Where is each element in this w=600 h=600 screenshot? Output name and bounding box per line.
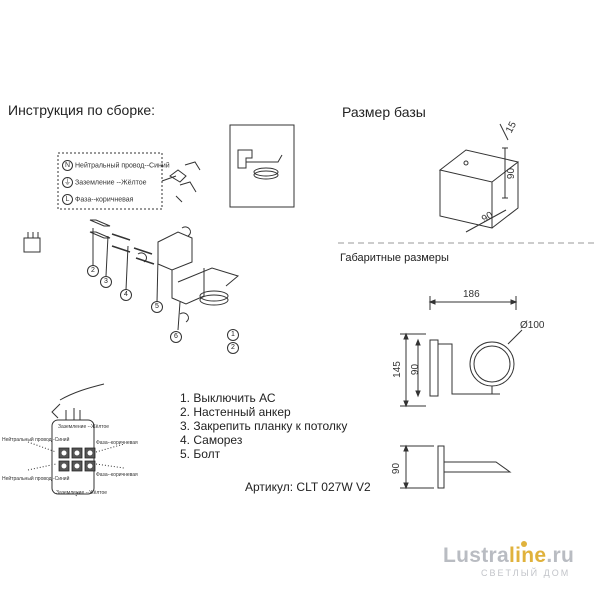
fixture-disc-bottom [200, 295, 228, 305]
wiring-phase-right: Фаза--коричневая [96, 440, 138, 446]
wiring-neutral-left-2: Нейтральный провод -Синий [2, 476, 70, 482]
logo-dot-icon [521, 541, 527, 547]
base-side-face [492, 162, 518, 228]
base-front-face [440, 170, 492, 228]
step-4: 4. Саморез [180, 433, 243, 447]
wiring-lead [52, 404, 60, 418]
step-2: 2. Настенный анкер [180, 405, 291, 419]
overall-height-label: 145 [391, 361, 403, 378]
callout-6: 6 [170, 331, 182, 343]
side-view-ring-outer [470, 342, 514, 386]
leader-4 [126, 246, 128, 290]
step-1: 1. Выключить АС [180, 391, 276, 405]
inset-arm [246, 155, 282, 162]
overall-diameter-label: Ø100 [520, 320, 545, 331]
inset-disc [254, 168, 278, 176]
wiring-phase-right-2: Фаза--коричневая [96, 472, 138, 478]
wiring-neutral-left: Нейтральный провод -Синий [2, 437, 70, 443]
overall-dimensions-heading: Габаритные размеры [340, 252, 449, 264]
rotate-arrow-2 [182, 227, 190, 236]
wire-2 [185, 162, 200, 170]
side-view-ring-inner [474, 346, 510, 382]
anchor-2 [90, 232, 110, 238]
callout-1-legend: 1 [227, 329, 239, 341]
step-5: 5. Болт [180, 447, 221, 461]
legend-ground: ⏚Заземление --Жёлтое [62, 177, 147, 188]
fixture-disc-top [200, 291, 228, 301]
callout-4: 4 [120, 289, 132, 301]
base-block [172, 268, 204, 304]
anchor-1 [90, 220, 110, 226]
base-height-label: 90 [506, 167, 518, 180]
wiring-ground-top: Заземление --Жёлтое [58, 424, 110, 430]
wiring-cable [60, 384, 104, 400]
leader-3 [106, 236, 108, 276]
screw-3 [134, 248, 152, 254]
inset-bracket [238, 150, 252, 168]
breaker [24, 238, 40, 252]
phase-symbol: L [62, 194, 73, 205]
rotate-arrow-1 [138, 253, 146, 262]
mounting-plate [158, 232, 192, 270]
logo-wordmark: Lustraline.ru [443, 544, 575, 567]
article-number: Артикул: CLT 027W V2 [245, 480, 371, 494]
base-center-hole [464, 161, 468, 165]
legend-pointer [162, 176, 176, 181]
inset-box [230, 125, 294, 207]
screw-2 [112, 246, 130, 252]
callout-2: 2 [87, 265, 99, 277]
leader-6 [178, 302, 180, 330]
wire-3 [176, 196, 182, 202]
side-view-arm [438, 344, 500, 394]
leader-5 [157, 258, 158, 302]
side-view-base [430, 340, 438, 396]
base-size-heading: Размер базы [342, 104, 426, 120]
fixture-arm [178, 268, 238, 286]
logo-tagline: СВЕТЛЫЙ ДОМ [481, 568, 571, 578]
callout-3: 3 [100, 276, 112, 288]
inset-disc-base [254, 171, 278, 179]
top-view-base [438, 446, 444, 488]
wire-1 [180, 182, 196, 192]
lustraline-logo: Lustraline.ru СВЕТЛЫЙ ДОМ [443, 544, 574, 578]
neutral-symbol: N [62, 160, 73, 171]
screw-1 [112, 234, 130, 240]
callout-5: 5 [151, 301, 163, 313]
step-3: 3. Закрепить планку к потолку [180, 419, 348, 433]
steps-list: 1. Выключить АС 2. Настенный анкер 3. За… [180, 391, 347, 461]
assembly-heading: Инструкция по сборке: [8, 102, 156, 118]
rotate-arrow-3 [180, 313, 188, 322]
ground-icon: ⏚ [62, 177, 73, 188]
callout-2-legend: 2 [227, 342, 239, 354]
top-view-arm [444, 462, 510, 472]
overall-side-label: 90 [391, 462, 403, 475]
wiring-ground-bottom: Заземление --Жёлтое [56, 490, 108, 496]
connector-1 [170, 170, 186, 182]
overall-length-label: 186 [463, 289, 480, 300]
overall-base-label: 90 [410, 363, 422, 376]
